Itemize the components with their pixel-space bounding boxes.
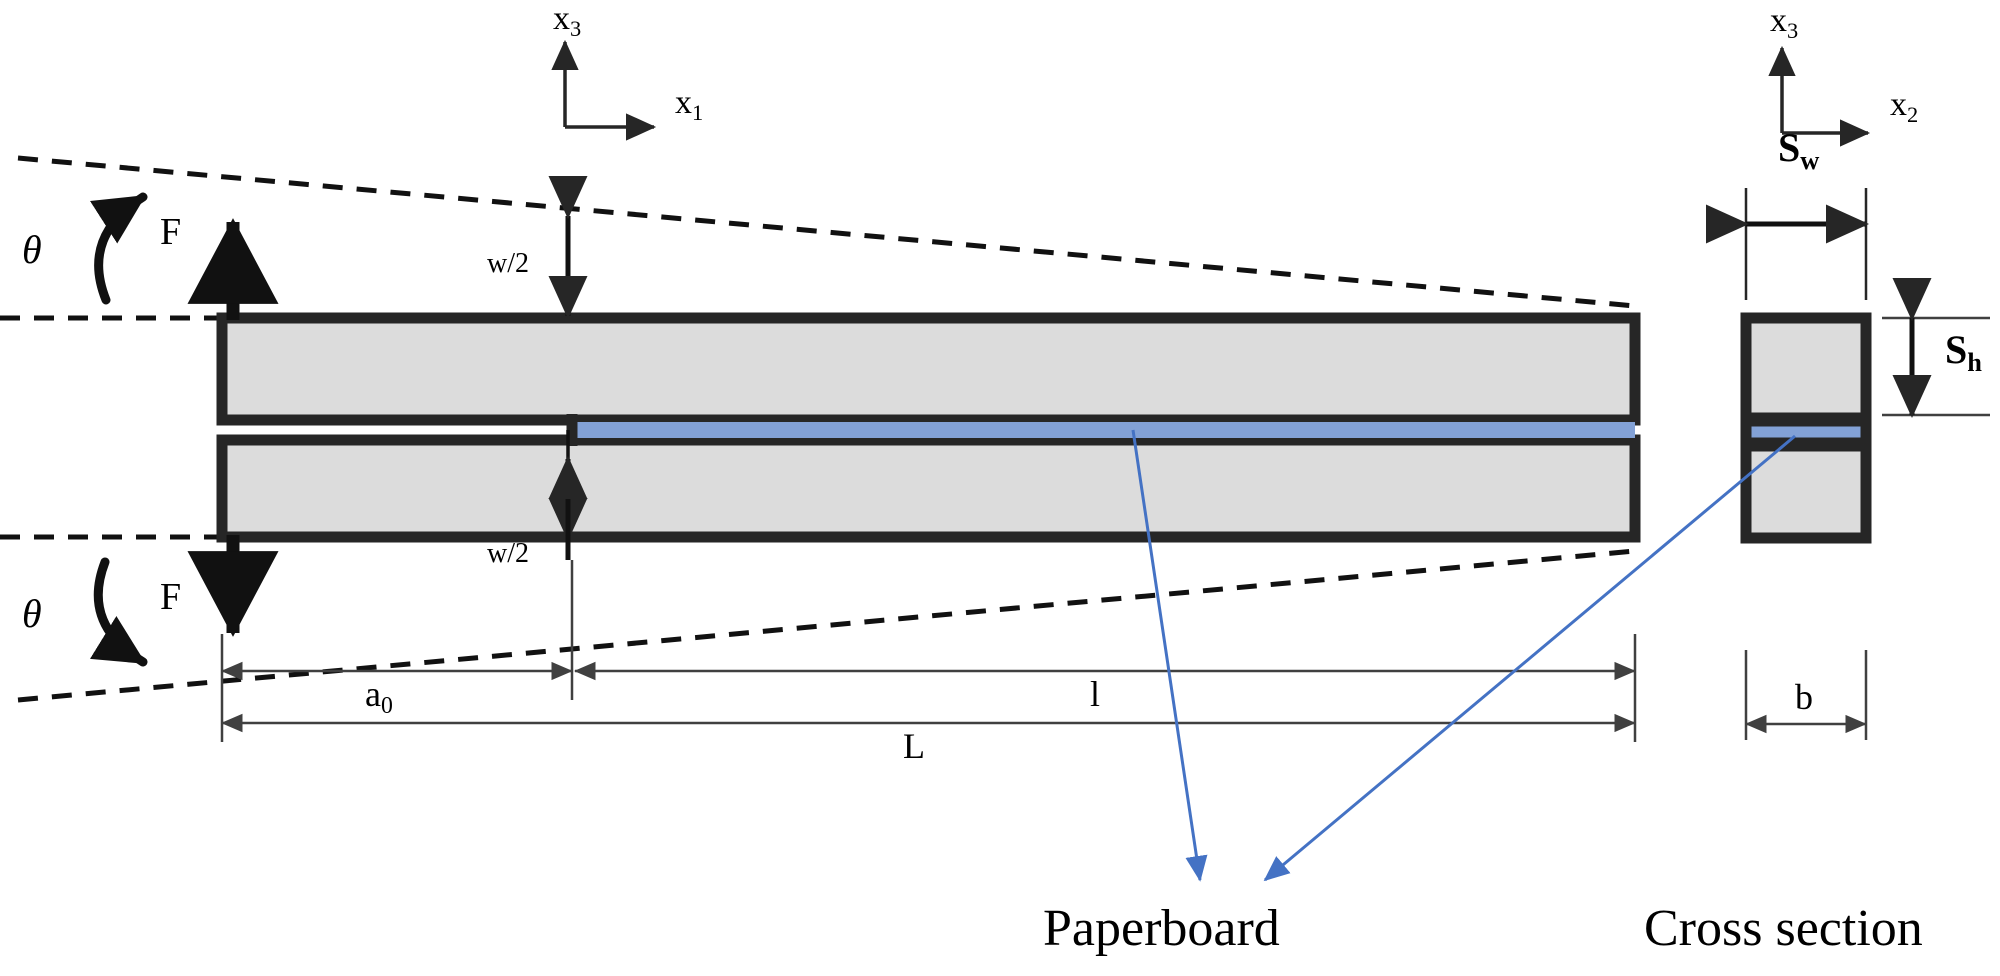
axis-label-x2-right: x2 bbox=[1890, 86, 1919, 127]
axes-left bbox=[551, 39, 657, 141]
axis-label-x3-right: x3 bbox=[1770, 2, 1799, 43]
axis-label-x1-left: x1 bbox=[675, 84, 704, 125]
axis-label-x3-left: x3 bbox=[553, 0, 582, 41]
caption-cross-section: Cross section bbox=[1644, 900, 1923, 957]
dimension-label-l: l bbox=[1090, 674, 1101, 714]
theta-arc-top bbox=[90, 192, 148, 305]
dimension-label-b: b bbox=[1795, 677, 1813, 717]
force-label-bottom: F bbox=[160, 576, 182, 618]
cross-section-view bbox=[1706, 188, 1990, 740]
leader-lines bbox=[1131, 429, 1796, 882]
theta-arc-bottom bbox=[89, 557, 148, 667]
axes-right bbox=[1768, 45, 1871, 147]
theta-label-bottom: θ bbox=[22, 591, 42, 636]
theta-label-top: θ bbox=[22, 227, 42, 272]
dimension-label-L: L bbox=[903, 726, 925, 766]
dimension-label-sh: Sh bbox=[1945, 327, 1982, 377]
w-half-label-bottom: w/2 bbox=[487, 538, 529, 569]
w-half-label-top: w/2 bbox=[487, 248, 529, 279]
cross-section-upper-board bbox=[1740, 312, 1872, 424]
specimen-side-view bbox=[216, 312, 1641, 543]
lower-arm bbox=[216, 434, 1641, 543]
length-dimensions bbox=[220, 560, 1637, 742]
cross-section-lower-board bbox=[1740, 440, 1872, 544]
upper-arm bbox=[216, 312, 1641, 426]
dimension-label-sw: Sw bbox=[1778, 125, 1820, 175]
dimension-label-a0: a0 bbox=[365, 674, 393, 720]
adhesive-layer bbox=[572, 422, 1635, 438]
force-label-top: F bbox=[160, 211, 182, 253]
cross-section-adhesive bbox=[1740, 415, 1872, 449]
caption-paperboard: Paperboard bbox=[1043, 900, 1280, 957]
